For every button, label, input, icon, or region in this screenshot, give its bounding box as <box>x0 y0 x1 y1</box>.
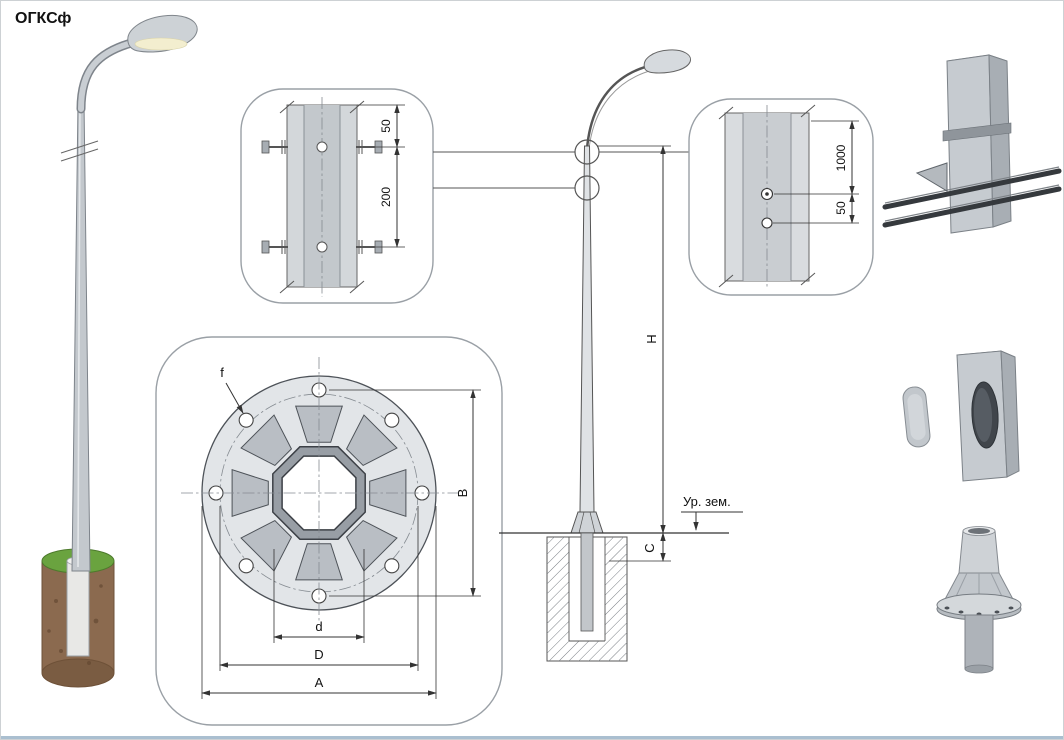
dim-200: 200 <box>379 187 393 207</box>
dim-B: B <box>455 489 470 498</box>
upper-tube <box>958 530 1000 574</box>
top-connection-detail-callout: 1000 50 <box>688 98 874 296</box>
lower-tube <box>964 614 994 670</box>
dim-50-right: 50 <box>834 201 848 215</box>
suspension-wire <box>882 168 1062 210</box>
flange-plan-view-callout: f B d D A <box>155 336 503 726</box>
pole-shaft-3d <box>71 100 91 572</box>
pole-shaft-elevation <box>579 145 595 513</box>
dim-1000: 1000 <box>834 144 848 171</box>
window-bottom-edge <box>1 736 1063 739</box>
base-detail-callout: 50 200 <box>240 88 434 304</box>
dim-H: H <box>644 334 659 343</box>
pole-clamp-3d-view <box>882 54 1062 234</box>
flange-base-3d-view <box>936 526 1022 674</box>
dim-A: A <box>315 675 324 690</box>
hole-f-label: f <box>220 365 224 380</box>
break-mark <box>60 140 99 154</box>
suspension-wire <box>882 186 1062 228</box>
dim-D: D <box>314 647 323 662</box>
access-door-3d-view <box>902 350 1020 482</box>
pole-3d-illustration <box>41 14 198 688</box>
luminaire-elevation <box>643 49 692 74</box>
dim-C: C <box>642 543 657 552</box>
page-title: ОГКСф <box>15 10 71 27</box>
pole-arm-3d <box>78 38 142 112</box>
pole-elevation-drawing: H C Ур. зем. <box>499 49 743 662</box>
detail-marker-circle <box>574 175 600 201</box>
foundation-sleeve <box>66 560 90 657</box>
dim-d: d <box>315 619 322 634</box>
lamp-glow <box>134 37 188 51</box>
banding-strap <box>942 122 1012 142</box>
wedge-clamp <box>915 162 948 192</box>
arm-outline <box>585 63 654 150</box>
mounting-hole <box>761 217 773 229</box>
base-flange-elevation <box>570 511 604 534</box>
detail-marker-circle <box>574 139 600 165</box>
dim-50-upper: 50 <box>379 119 393 133</box>
embedded-pole-butt <box>580 532 594 632</box>
ground-level-label: Ур. зем. <box>683 494 731 509</box>
foundation-section <box>546 532 628 662</box>
